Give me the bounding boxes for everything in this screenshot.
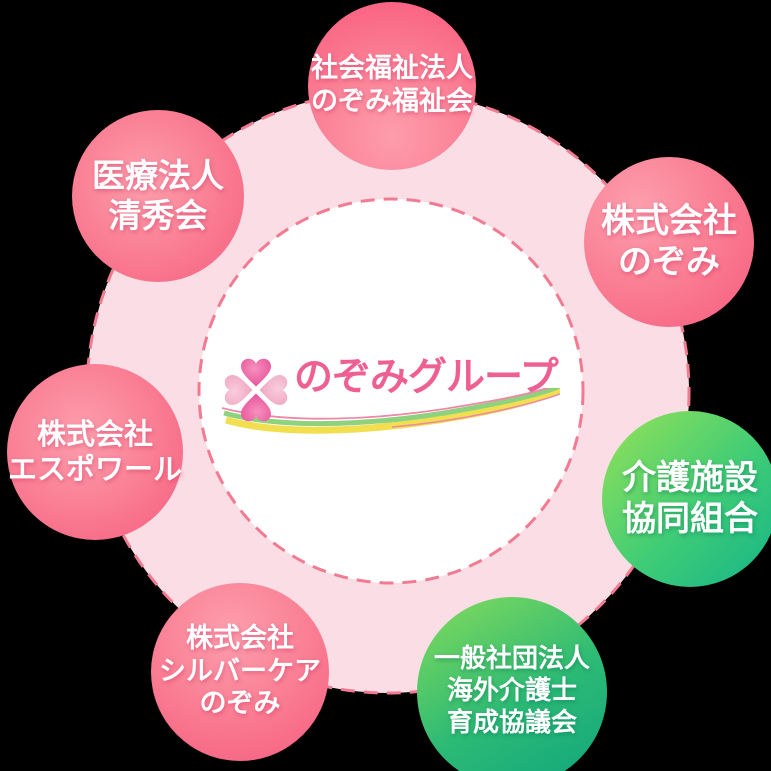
member-label: 株式会社 bbox=[186, 622, 294, 654]
ribbon-swoosh-icon bbox=[222, 388, 560, 434]
member-circle-kaigai-kaigoshi: 一般社団法人 海外介護士 育成協議会 bbox=[417, 597, 607, 771]
nozomi-group-logo: のぞみグループ bbox=[210, 336, 570, 440]
member-label: 協同組合 bbox=[622, 499, 758, 539]
member-label: 清秀会 bbox=[108, 196, 208, 235]
member-circle-espoir: 株式会社 エスポワール bbox=[7, 364, 183, 540]
member-label: のぞみ bbox=[618, 242, 720, 282]
member-label: 育成協議会 bbox=[446, 707, 577, 738]
inner-dashed-circle bbox=[197, 197, 585, 585]
member-circle-kaigo-shisetsu-kumiai: 介護施設 協同組合 bbox=[602, 411, 771, 587]
member-label: 社会福祉法人 bbox=[311, 53, 473, 85]
heart-clover-icon bbox=[224, 358, 288, 422]
member-label: 医療法人 bbox=[92, 155, 224, 195]
member-label: 株式会社 bbox=[36, 416, 153, 451]
member-label: シルバーケア bbox=[159, 655, 321, 687]
member-label: 介護施設 bbox=[622, 457, 758, 498]
member-circle-silvercare-nozomi: 株式会社 シルバーケア のぞみ bbox=[151, 583, 329, 761]
member-label: のぞみ福祉会 bbox=[311, 86, 473, 117]
member-label: 株式会社 bbox=[601, 200, 737, 241]
member-circle-seishukai: 医療法人 清秀会 bbox=[72, 110, 244, 282]
member-label: のぞみ bbox=[199, 688, 281, 720]
member-label: 一般社団法人 bbox=[433, 644, 590, 675]
logo-text: のぞみグループ bbox=[294, 355, 559, 400]
member-circle-nozomi-fukushikai: 社会福祉法人 のぞみ福祉会 bbox=[308, 2, 476, 170]
member-label: エスポワール bbox=[7, 452, 182, 486]
member-circle-kk-nozomi: 株式会社 のぞみ bbox=[584, 157, 754, 327]
member-label: 海外介護士 bbox=[446, 676, 577, 707]
